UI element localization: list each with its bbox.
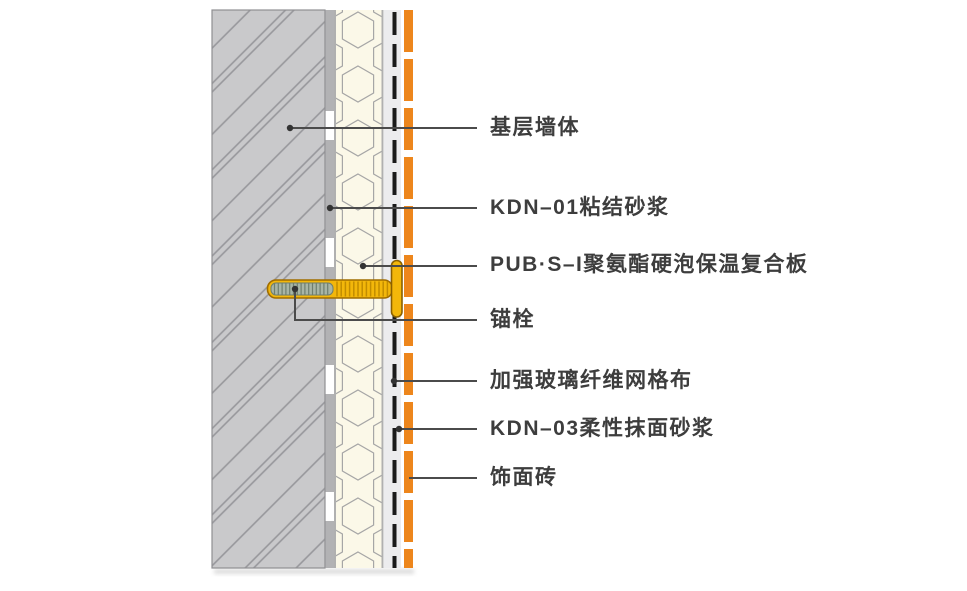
label-fiberglass-mesh: 加强玻璃纤维网格布: [490, 369, 693, 392]
label-anchor-bolt: 锚栓: [490, 308, 535, 331]
facing-tile-layer: [404, 10, 413, 568]
bonding-mortar-layer: [325, 10, 334, 568]
label-base-wall: 基层墙体: [490, 116, 580, 139]
label-insulation-board: PUB·S–I聚氨酯硬泡保温复合板: [490, 253, 809, 276]
label-facing-tile: 饰面砖: [490, 466, 558, 489]
leader-dots: [286, 124, 403, 433]
label-bonding-mortar: KDN–01粘结砂浆: [490, 196, 670, 219]
leader-lines: [290, 127, 477, 479]
leader-anchor-bolt: [294, 289, 477, 321]
anchor-flange: [390, 259, 403, 318]
label-finish-mortar: KDN–03柔性抹面砂浆: [490, 417, 715, 440]
anchor-sleeve-ribs: [336, 281, 389, 297]
assembly-shadow: [214, 569, 414, 574]
anchor-bolt-group: [266, 259, 403, 318]
anchor-screw-ribs: [273, 283, 329, 295]
